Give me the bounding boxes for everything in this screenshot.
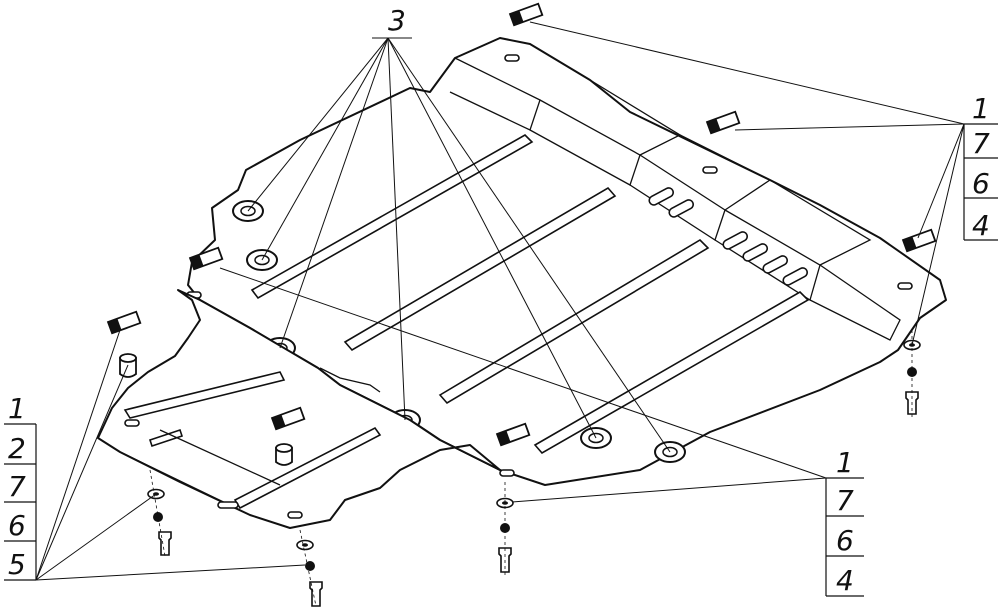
clip-nuts: [106, 2, 937, 447]
callout-upper-right-2: 7: [972, 127, 990, 160]
bushings: [119, 353, 293, 466]
callout-upper-right: 1 7 6 4: [963, 92, 998, 242]
fastener-stacks: [147, 330, 921, 607]
vent-slots: [648, 187, 809, 286]
main-skid-plate: [186, 37, 947, 486]
callout-lower-right-1: 1: [836, 446, 854, 479]
callout-upper-right-4: 4: [972, 209, 990, 242]
callout-left-4: 6: [8, 509, 26, 542]
callout-left: 1 2 7 6 5: [4, 392, 37, 581]
callout-upper-right-1: 1: [972, 92, 990, 125]
callout-lower-right-2: 7: [836, 484, 854, 517]
callout-lower-right: 1 7 6 4: [825, 446, 864, 597]
callout-lower-right-4: 4: [836, 564, 854, 597]
callout-upper-right-3: 6: [972, 167, 990, 200]
callout-left-1: 1: [8, 392, 26, 425]
leader-lines: [35, 21, 965, 581]
callout-left-2: 2: [8, 432, 26, 465]
callout-left-5: 5: [8, 548, 26, 581]
callout-3: 3: [372, 4, 412, 39]
callout-3-label: 3: [388, 4, 406, 37]
callout-lower-right-3: 6: [836, 524, 854, 557]
callout-left-3: 7: [8, 470, 26, 503]
